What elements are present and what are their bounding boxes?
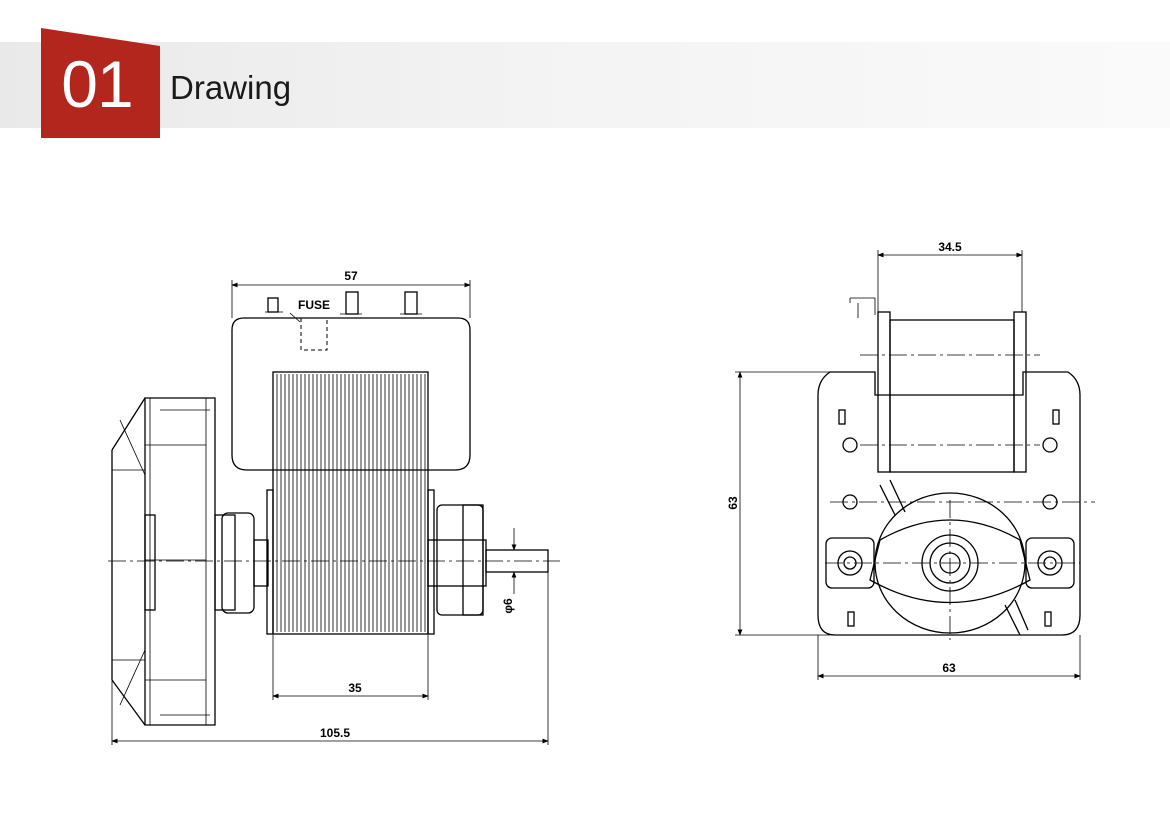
section-number: 01 <box>61 47 133 121</box>
dimension-63-width-label: 63 <box>942 661 956 675</box>
dimension-63-height-label: 63 <box>726 496 740 510</box>
dimension-34-5-label: 34.5 <box>938 240 962 254</box>
mounting-frame <box>817 371 1081 636</box>
dimension-57 <box>231 280 471 318</box>
dimension-35 <box>272 635 429 700</box>
dimension-35-label: 35 <box>348 681 362 695</box>
mounting-holes <box>830 437 1095 510</box>
header-band <box>0 42 1170 128</box>
coil <box>849 297 1040 473</box>
dimension-105-5-label: 105.5 <box>320 726 350 740</box>
dimension-57-label: 57 <box>344 269 358 283</box>
terminal-bracket <box>231 291 471 471</box>
hub-collar <box>253 539 269 587</box>
dimension-34-5 <box>877 250 1023 312</box>
fan-impeller <box>111 397 236 726</box>
frame-slots <box>838 409 1060 627</box>
dimension-63-height <box>735 371 830 636</box>
rotor-bracket <box>825 479 1080 640</box>
hub <box>221 512 255 614</box>
dimension-shaft-label: φ6 <box>501 598 515 614</box>
section-title: Drawing <box>170 69 292 106</box>
dimension-63-width <box>817 635 1081 680</box>
section-number-badge <box>41 28 160 138</box>
dimension-shaft <box>505 528 525 594</box>
side-view: FUSE 57 35 <box>108 269 560 745</box>
dimension-105-5 <box>111 572 549 745</box>
front-bearing <box>427 504 549 616</box>
laminated-core <box>266 371 435 635</box>
fuse-label: FUSE <box>298 298 330 312</box>
front-view: 34.5 63 63 <box>726 240 1095 680</box>
